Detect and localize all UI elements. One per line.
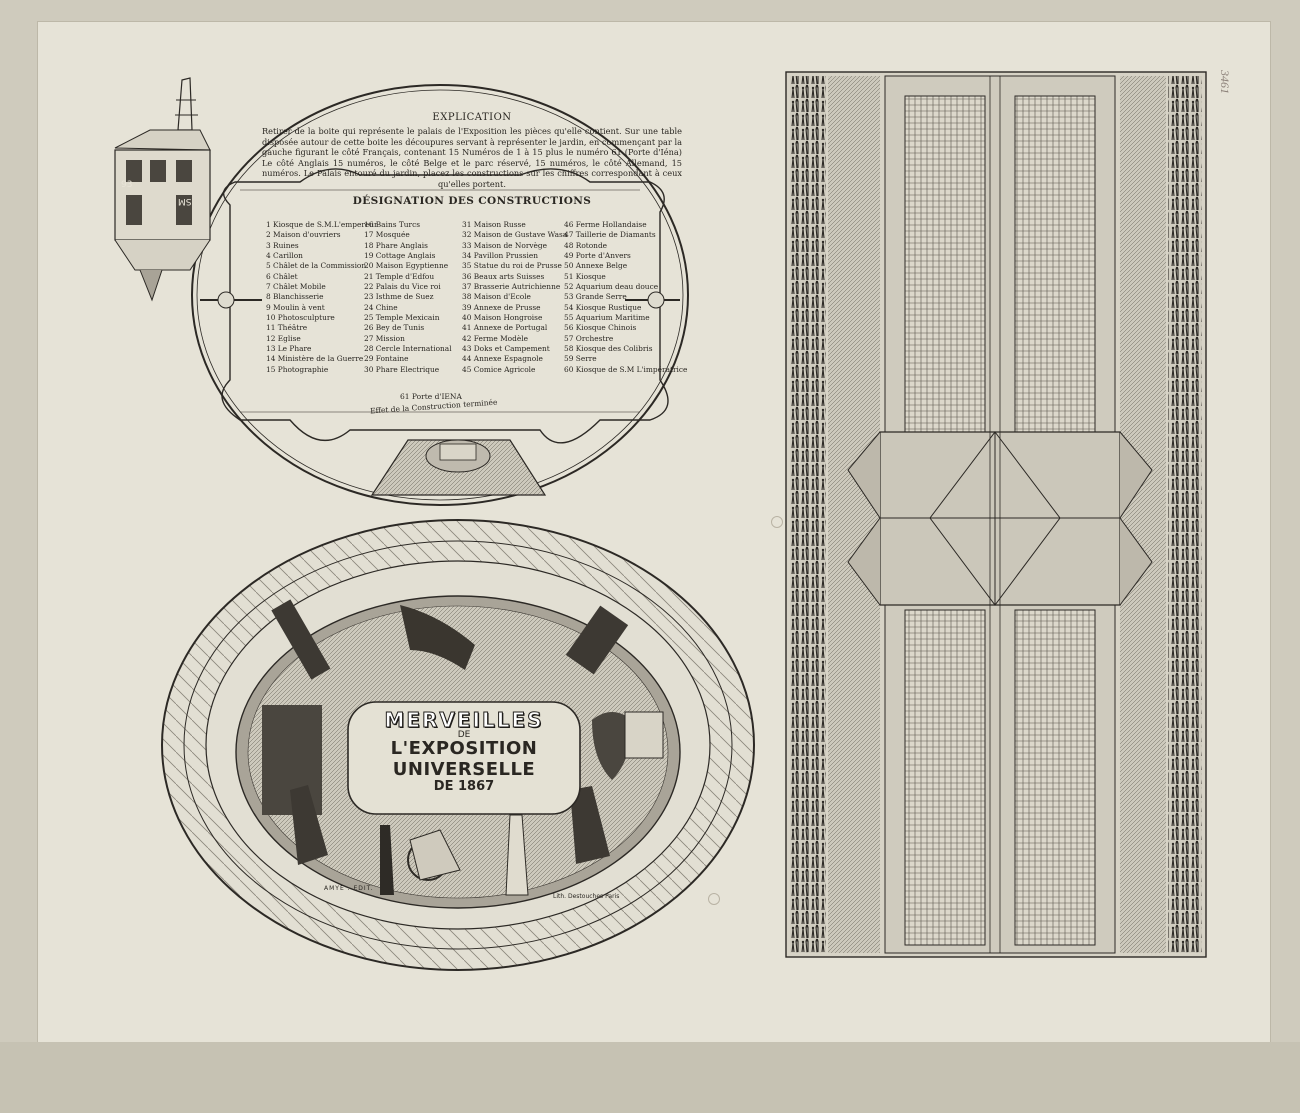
legend-column-3: 31 Maison Russe 32 Maison de Gustave Was… — [462, 220, 568, 390]
legend-item: 3 Ruines — [266, 240, 299, 250]
legend-item: 31 Maison Russe — [462, 220, 526, 229]
tower-label-right: SM — [178, 196, 192, 206]
legend-item: 33 Maison de Norvège — [462, 240, 547, 250]
legend-item: 4 Carillon — [266, 251, 303, 261]
legend-item: 10 Photosculpture — [266, 313, 335, 323]
legend-item: 38 Maison d'Ecole — [462, 292, 531, 302]
legend-item: 12 Eglise — [266, 333, 301, 343]
legend-item: 39 Annexe de Prusse — [462, 302, 541, 312]
legend-item: 21 Temple d'Edfou — [364, 271, 435, 281]
legend-item: 52 Aquarium deau douce — [564, 282, 659, 292]
library-stamp — [708, 893, 720, 905]
legend-item: 59 Serre — [564, 354, 597, 364]
legend-item: 5 Châlet de la Commission — [266, 261, 367, 271]
legend-item: 46 Ferme Hollandaise — [564, 220, 647, 229]
legend-item: 54 Kiosque Rustique — [564, 302, 642, 312]
legend-item: 57 Orchestre — [564, 333, 614, 343]
printer-credit: Lith. Destouches Paris — [553, 893, 620, 900]
legend-item: 41 Annexe de Portugal — [462, 323, 548, 333]
legend-item: 40 Maison Hongroise — [462, 313, 543, 323]
legend-column-4: 46 Ferme Hollandaise 47 Taillerie de Dia… — [564, 220, 694, 390]
explication-title: EXPLICATION — [432, 112, 512, 123]
inventory-number: 3461 — [1218, 70, 1232, 94]
legend-item: 42 Ferme Modèle — [462, 333, 528, 343]
legend-item: 50 Annexe Belge — [564, 261, 628, 271]
legend-item: 7 Châlet Mobile — [266, 282, 326, 292]
merveilles-plate — [161, 519, 755, 971]
legend-item: 60 Kiosque de S.M L'impératrice — [564, 364, 688, 374]
legend-item: 44 Annexe Espagnole — [462, 354, 543, 364]
legend-item: 34 Pavillon Prussien — [462, 251, 538, 261]
legend-column-2: 16 Bains Turcs 17 Mosquée 18 Phare Angla… — [364, 220, 462, 390]
legend-item: 20 Maison Egyptienne — [364, 261, 449, 271]
legend-item: 24 Chine — [364, 302, 398, 312]
legend-item: 32 Maison de Gustave Wasa — [462, 230, 568, 240]
legend-item: 45 Comice Agricole — [462, 364, 536, 374]
legend-item: 14 Ministère de la Guerre — [266, 354, 364, 364]
legend-item: 18 Phare Anglais — [364, 240, 428, 250]
legend-item: 53 Grande Serre — [564, 292, 627, 302]
legend-item: 51 Kiosque — [564, 271, 606, 281]
cartouche-line-4: DE 1867 — [433, 779, 495, 794]
legend-item: 43 Doks et Campement — [462, 344, 550, 354]
construction-legend: 1 Kiosque de S.M.L'empereur 2 Maison d'o… — [266, 220, 696, 390]
merveilles-cartouche: MERVEILLES DE L'EXPOSITION UNIVERSELLE D… — [352, 706, 576, 810]
explication-frame — [191, 84, 689, 506]
explication-block: EXPLICATION Retirer de la boite qui repr… — [262, 112, 682, 213]
tower-illustration — [114, 77, 211, 302]
legend-item: 27 Mission — [364, 333, 405, 343]
legend-item: 58 Kiosque des Colibris — [564, 344, 653, 354]
cartouche-line-3: L'EXPOSITION UNIVERSELLE — [390, 738, 538, 780]
palace-plan — [785, 71, 1207, 958]
legend-item: 49 Porte d'Anvers — [564, 251, 631, 261]
legend-item: 28 Cercle International — [364, 344, 452, 354]
explication-text: Retirer de la boite qui représente le pa… — [262, 126, 682, 189]
library-stamp — [771, 516, 783, 528]
legend-item: 8 Blanchisserie — [266, 292, 324, 302]
legend-item: 56 Kiosque Chinois — [564, 323, 637, 333]
cartouche-line-2: DE — [457, 730, 471, 740]
legend-item: 55 Aquarium Maritime — [564, 313, 650, 323]
legend-item: 37 Brasserie Autrichienne — [462, 282, 561, 292]
legend-item: 48 Rotonde — [564, 240, 608, 250]
cartouche-line-1: MERVEILLES — [384, 708, 544, 733]
legend-item: 1 Kiosque de S.M.L'empereur — [266, 220, 378, 229]
designation-title: DÉSIGNATION DES CONSTRUCTIONS — [352, 194, 592, 207]
legend-item: 15 Photographie — [266, 364, 329, 374]
legend-item: 13 Le Phare — [266, 344, 312, 354]
porte-iena-label: 61 Porte d'IENA — [400, 392, 462, 401]
legend-item: 26 Bey de Tunis — [364, 323, 425, 333]
legend-item: 2 Maison d'ouvriers — [266, 230, 341, 240]
legend-item: 17 Mosquée — [364, 230, 410, 240]
legend-item: 19 Cottage Anglais — [364, 251, 436, 261]
legend-item: 47 Taillerie de Diamants — [564, 230, 656, 240]
legend-item: 29 Fontaine — [364, 354, 409, 364]
legend-column-1: 1 Kiosque de S.M.L'empereur 2 Maison d'o… — [266, 220, 378, 390]
publisher-credit: AMYE . EDIT. — [324, 885, 374, 892]
legend-item: 11 Théâtre — [266, 323, 308, 333]
legend-item: 36 Beaux arts Suisses — [462, 271, 545, 281]
mount-edge — [0, 1042, 1300, 1113]
legend-item: 9 Moulin à vent — [266, 302, 325, 312]
legend-item: 22 Palais du Vice roi — [364, 282, 441, 292]
legend-item: 23 Isthme de Suez — [364, 292, 434, 302]
tower-label-left: 93 — [121, 180, 133, 190]
legend-item: 30 Phare Electrique — [364, 364, 440, 374]
legend-item: 25 Temple Mexicain — [364, 313, 440, 323]
legend-item: 6 Châlet — [266, 271, 298, 281]
legend-item: 16 Bains Turcs — [364, 220, 421, 229]
legend-item: 35 Statue du roi de Prusse — [462, 261, 562, 271]
